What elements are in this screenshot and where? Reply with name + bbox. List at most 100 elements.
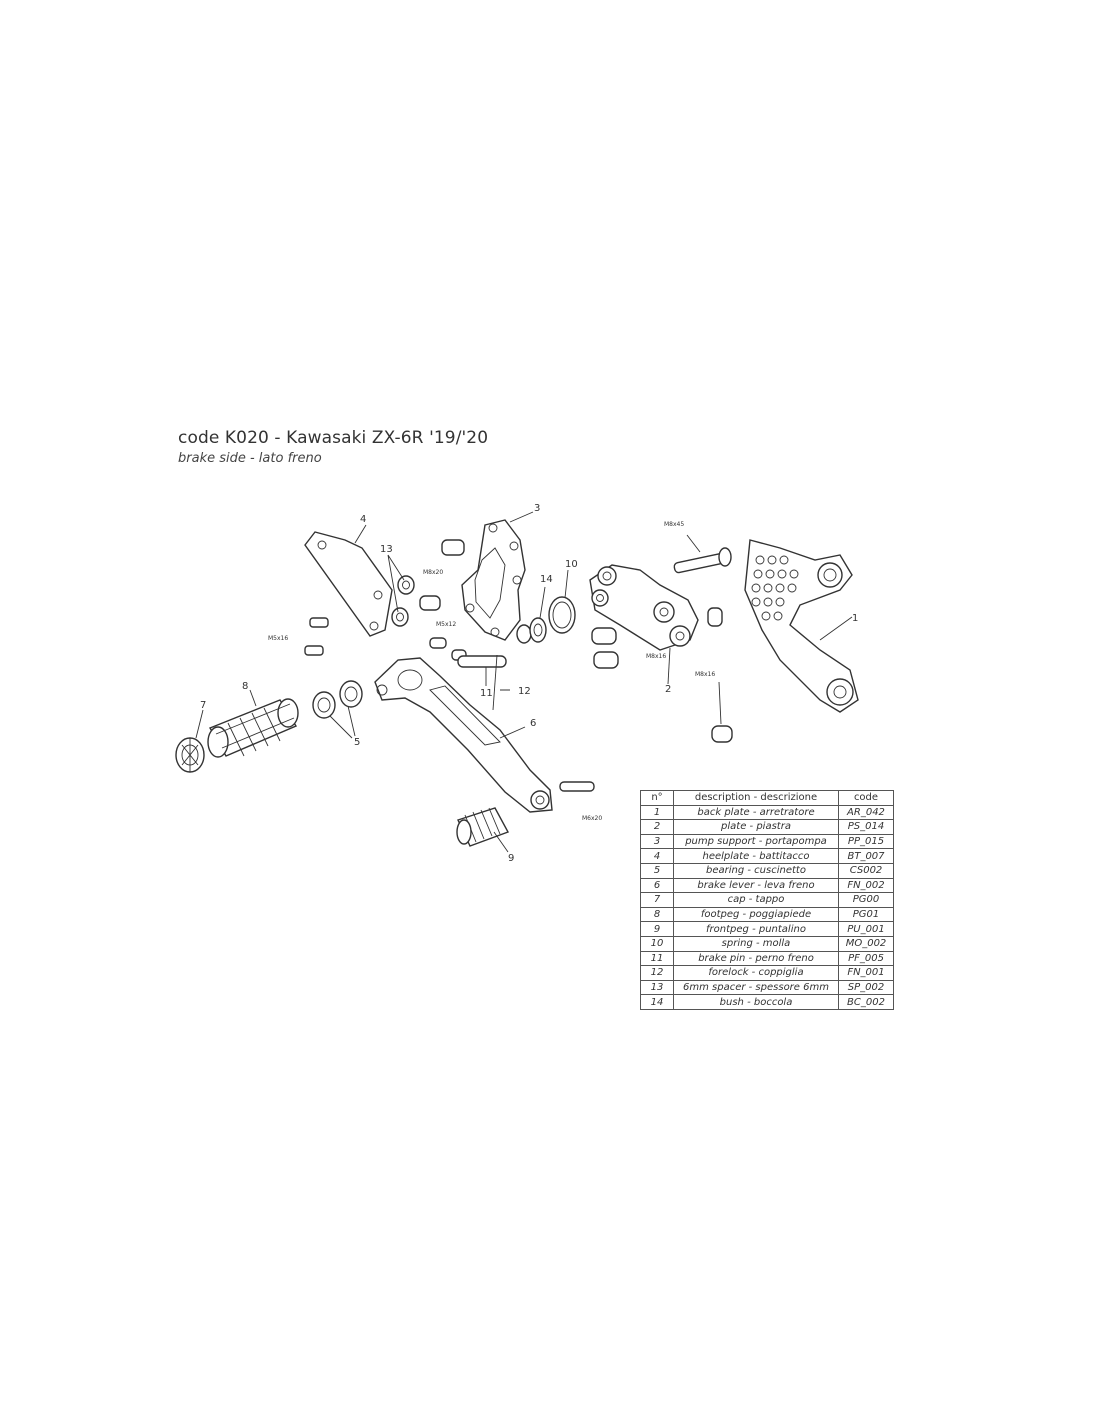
callout-1: 1 <box>852 613 858 624</box>
header-number: n° <box>640 790 674 806</box>
row-description: pump support - portapompa <box>673 833 839 850</box>
row-description: bush - boccola <box>673 994 839 1010</box>
callout-4: 4 <box>360 514 366 525</box>
row-code: BC_002 <box>838 994 894 1010</box>
row-code: CS002 <box>838 862 894 879</box>
row-code: FN_002 <box>838 877 894 894</box>
part-cap <box>175 709 205 773</box>
part-brake-pin <box>457 654 510 711</box>
bolt-label-m6x20: M6x20 <box>582 815 602 822</box>
part-heelplate <box>304 524 393 637</box>
bolt-label-m5x16: M5x16 <box>268 635 288 642</box>
callout-3: 3 <box>534 503 540 514</box>
row-code: MO_002 <box>838 935 894 952</box>
row-description: footpeg - poggiapiede <box>673 906 839 923</box>
page-title: code K020 - Kawasaki ZX-6R '19/'20 <box>178 428 489 448</box>
row-code: AR_042 <box>838 804 894 821</box>
row-code: FN_001 <box>838 965 894 981</box>
part-frontpeg <box>456 807 510 853</box>
row-number: 14 <box>640 994 674 1010</box>
row-description: plate - piastra <box>673 819 839 835</box>
row-number: 8 <box>640 906 674 923</box>
row-code: BT_007 <box>838 848 894 864</box>
page-subtitle: brake side - lato freno <box>178 451 322 466</box>
row-number: 7 <box>640 892 674 908</box>
bolt-size-labels: M8x45 M8x20 M5x16 M5x12 M8x16 M8x16 M6x2… <box>268 521 715 822</box>
row-code: SP_002 <box>838 979 894 996</box>
callout-6: 6 <box>530 718 536 729</box>
bolt-label-m8x45: M8x45 <box>664 521 684 528</box>
row-description: spring - molla <box>673 935 839 952</box>
callout-12: 12 <box>518 686 531 697</box>
callout-13: 13 <box>380 544 393 555</box>
callout-8: 8 <box>242 681 248 692</box>
row-number: 1 <box>640 804 674 821</box>
bolt-label-m8x20: M8x20 <box>423 569 443 576</box>
row-description: forelock - coppiglia <box>673 965 839 981</box>
row-description: bearing - cuscinetto <box>673 862 839 879</box>
row-description: back plate - arretratore <box>673 804 839 821</box>
row-code: PF_005 <box>838 950 894 967</box>
row-description: cap - tappo <box>673 892 839 908</box>
bolt-label-m5x12: M5x12 <box>436 621 456 628</box>
row-number: 2 <box>640 819 674 835</box>
row-number: 12 <box>640 965 674 981</box>
callout-11: 11 <box>480 688 493 699</box>
callout-14: 14 <box>540 574 553 585</box>
row-number: 4 <box>640 848 674 864</box>
row-description: 6mm spacer - spessore 6mm <box>673 979 839 996</box>
bolt-label-m8x16-plate: M8x16 <box>646 653 666 660</box>
header-description: description - descrizione <box>673 790 839 806</box>
row-number: 9 <box>640 921 674 937</box>
row-number: 6 <box>640 877 674 894</box>
bolt-m8x45 <box>673 534 732 574</box>
row-code: PG01 <box>838 906 894 923</box>
row-description: brake pin - perno freno <box>673 950 839 967</box>
row-number: 13 <box>640 979 674 996</box>
row-description: heelplate - battitacco <box>673 848 839 864</box>
table-header-row: n° description - descrizione code <box>640 790 894 806</box>
part-bearings <box>312 680 363 739</box>
row-code: PP_015 <box>838 833 894 850</box>
callout-labels: 1 2 3 4 5 6 7 8 9 10 11 12 13 14 <box>200 503 858 864</box>
row-number: 11 <box>640 950 674 967</box>
row-code: PU_001 <box>838 921 894 937</box>
part-plate <box>589 564 699 685</box>
callout-7: 7 <box>200 700 206 711</box>
part-footpeg <box>207 689 299 758</box>
back-plate-hole-grid <box>751 555 799 621</box>
part-spacers <box>387 554 415 627</box>
callout-2: 2 <box>665 684 671 695</box>
row-number: 5 <box>640 862 674 879</box>
part-pump-support <box>461 511 534 641</box>
bolt-label-m8x16-backplate: M8x16 <box>695 671 715 678</box>
row-number: 10 <box>640 935 674 952</box>
row-description: frontpeg - puntalino <box>673 921 839 937</box>
callout-10: 10 <box>565 559 578 570</box>
header-code: code <box>838 790 894 806</box>
part-bush-spring <box>516 569 576 644</box>
callout-9: 9 <box>508 853 514 864</box>
row-description: brake lever - leva freno <box>673 877 839 894</box>
part-brake-lever <box>374 657 595 813</box>
row-number: 3 <box>640 833 674 850</box>
row-code: PS_014 <box>838 819 894 835</box>
row-code: PG00 <box>838 892 894 908</box>
part-back-plate <box>707 539 859 743</box>
